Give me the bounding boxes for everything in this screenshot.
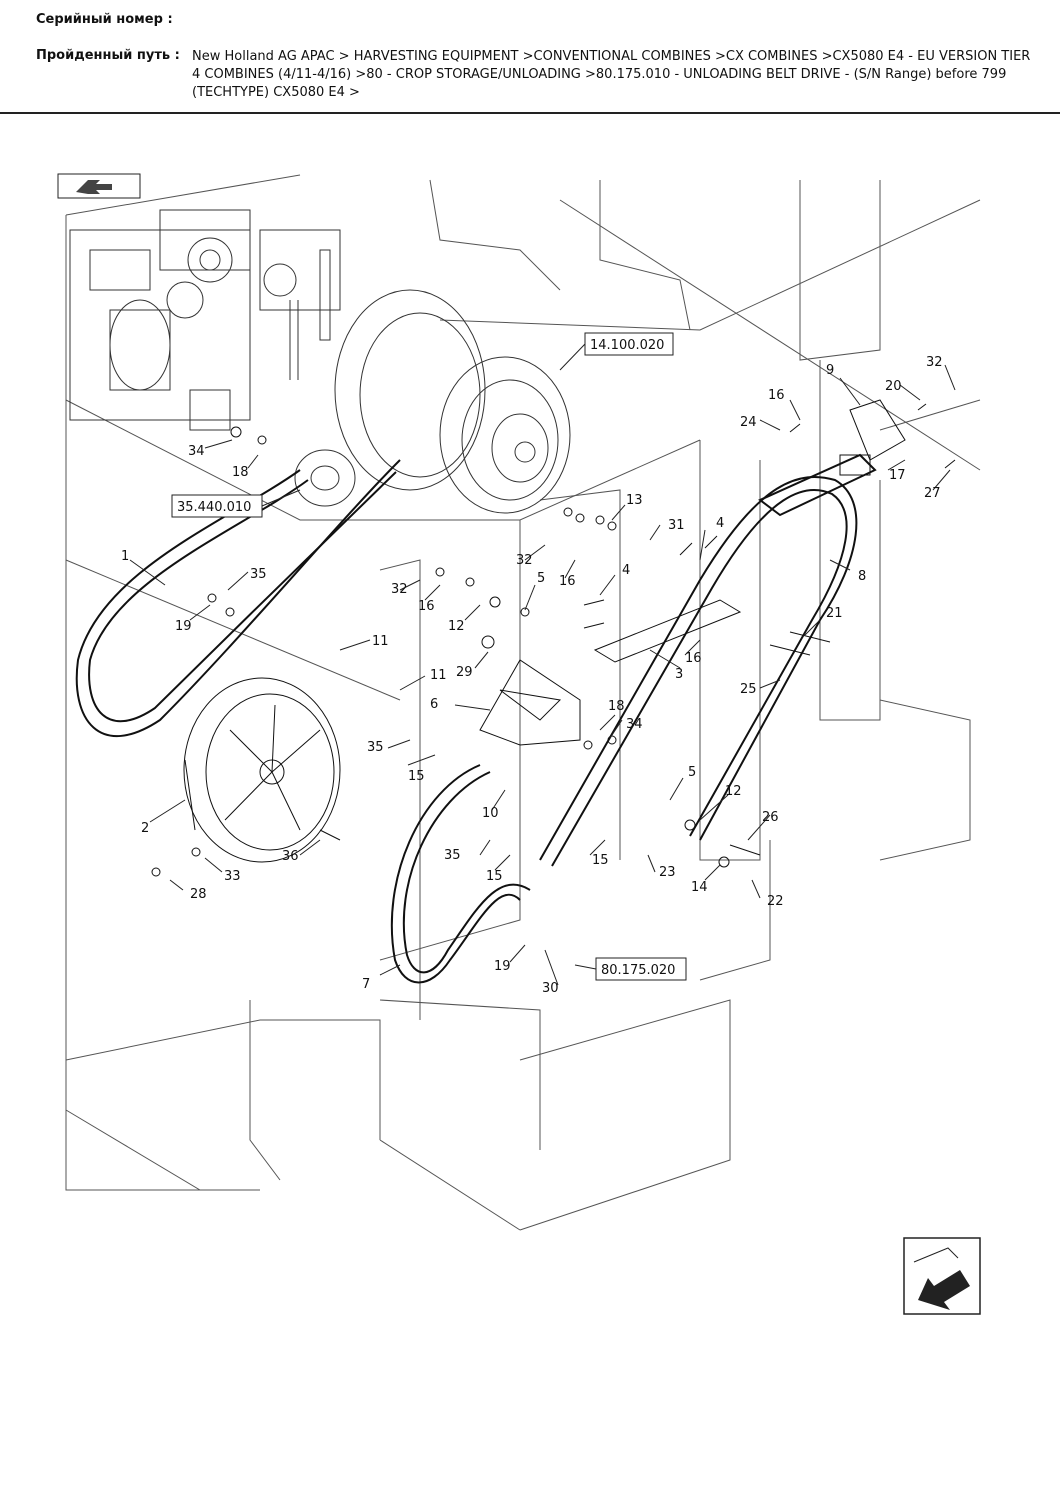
callout-5b[interactable]: 5 [688,765,696,780]
path-label: Пройденный путь : [36,48,180,63]
callout-19b[interactable]: 19 [494,959,511,974]
callout-34[interactable]: 34 [188,444,205,459]
callout-36[interactable]: 36 [282,849,299,864]
callout-18b[interactable]: 18 [608,699,625,714]
callout-14[interactable]: 14 [691,880,708,895]
callout-6[interactable]: 6 [430,697,438,712]
callout-12[interactable]: 12 [448,619,465,634]
callout-25[interactable]: 25 [740,682,757,697]
callout-3[interactable]: 3 [675,667,683,682]
callout-17[interactable]: 17 [889,468,906,483]
callout-1[interactable]: 1 [121,549,129,564]
callout-13[interactable]: 13 [626,493,643,508]
callout-32[interactable]: 32 [516,553,533,568]
nav-forward-icon[interactable] [57,173,141,199]
callout-32b[interactable]: 32 [391,582,408,597]
nav-return-icon[interactable] [903,1237,981,1315]
callout-35b[interactable]: 35 [444,848,461,863]
callout-7[interactable]: 7 [362,977,370,992]
ref-box-14-100-020[interactable]: 14.100.020 [584,332,674,356]
callout-19[interactable]: 19 [175,619,192,634]
callout-8[interactable]: 8 [858,569,866,584]
callout-26[interactable]: 26 [762,810,779,825]
callout-30[interactable]: 30 [542,981,559,996]
callout-15c[interactable]: 15 [592,853,609,868]
callout-21[interactable]: 21 [826,606,843,621]
ref-box-35-440-010[interactable]: 35.440.010 [171,494,263,518]
serial-number-label: Серийный номер : [36,12,173,27]
callout-24[interactable]: 24 [740,415,757,430]
callout-33[interactable]: 33 [224,869,241,884]
callout-10[interactable]: 10 [482,806,499,821]
ref-box-80-175-020[interactable]: 80.175.020 [595,957,687,981]
callout-16b[interactable]: 16 [559,574,576,589]
callout-35[interactable]: 35 [250,567,267,582]
callout-9[interactable]: 9 [826,363,834,378]
callout-27[interactable]: 27 [924,486,941,501]
callout-15b[interactable]: 15 [486,869,503,884]
callout-18[interactable]: 18 [232,465,249,480]
callout-11b[interactable]: 11 [430,668,447,683]
callout-4[interactable]: 4 [716,516,724,531]
ref-label: 80.175.020 [601,963,675,978]
callout-16c[interactable]: 16 [685,651,702,666]
callout-23[interactable]: 23 [659,865,676,880]
ref-label: 14.100.020 [590,338,664,353]
header-divider [0,112,1060,114]
callout-20[interactable]: 20 [885,379,902,394]
callout-32c[interactable]: 32 [926,355,943,370]
callout-28[interactable]: 28 [190,887,207,902]
callout-34b[interactable]: 34 [626,717,643,732]
ref-label: 35.440.010 [177,500,251,515]
callout-35c[interactable]: 35 [367,740,384,755]
callout-16[interactable]: 16 [418,599,435,614]
callout-11[interactable]: 11 [372,634,389,649]
callout-12b[interactable]: 12 [725,784,742,799]
callout-5[interactable]: 5 [537,571,545,586]
callout-4b[interactable]: 4 [622,563,630,578]
callout-29[interactable]: 29 [456,665,473,680]
callout-2[interactable]: 2 [141,821,149,836]
callout-22[interactable]: 22 [767,894,784,909]
breadcrumb: New Holland AG APAC > HARVESTING EQUIPME… [192,49,1031,100]
callout-15[interactable]: 15 [408,769,425,784]
parts-diagram: 14.100.020 35.440.010 80.175.020 [57,173,981,1315]
callout-31[interactable]: 31 [668,518,685,533]
callout-16d[interactable]: 16 [768,388,785,403]
